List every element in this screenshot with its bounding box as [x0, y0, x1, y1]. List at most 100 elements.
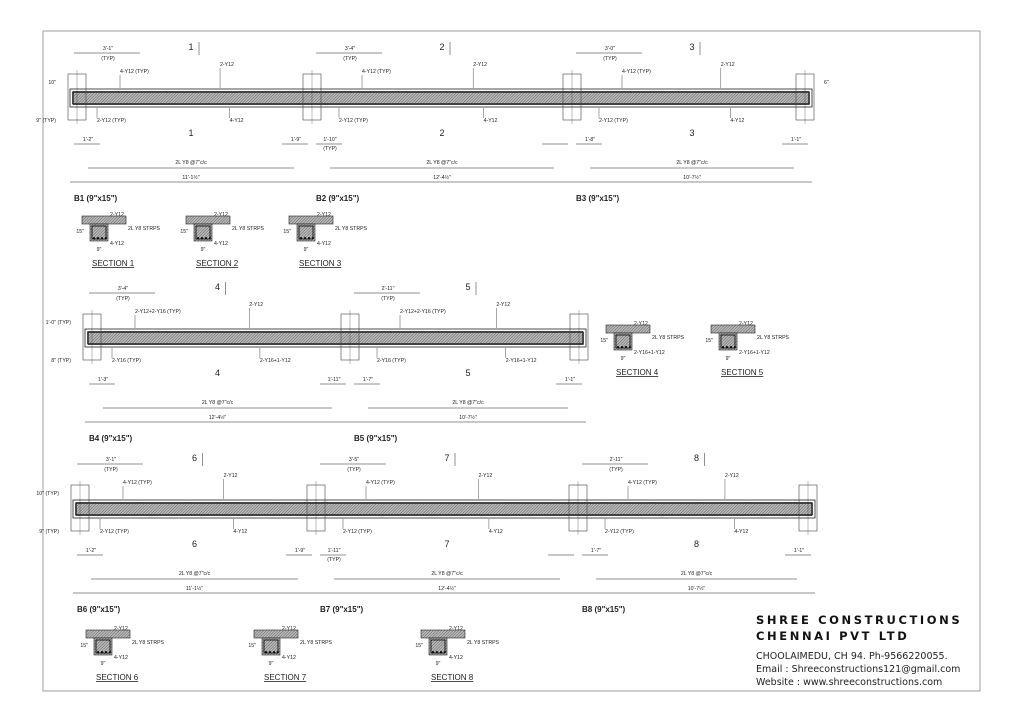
company-name-line1: SHREE CONSTRUCTIONS	[756, 613, 962, 627]
lap-dim: 3'-1"	[103, 46, 113, 52]
section-label: SECTION 7	[264, 673, 307, 682]
rebar-dot	[105, 651, 107, 653]
section-mark-bottom: 2	[439, 128, 444, 138]
sheet-border	[42, 30, 981, 692]
section-bottom-bars: 4-Y12	[214, 241, 228, 247]
rebar-dot	[629, 346, 631, 348]
section-mark-bottom: 8	[694, 539, 699, 549]
lap-typ: (TYP)	[381, 296, 395, 302]
end-dim-left: 1'-11"	[328, 548, 341, 554]
end-dim-left: 1'-7"	[591, 548, 601, 554]
section-depth-dim: 15"	[80, 643, 88, 649]
rebar-dot	[93, 237, 95, 239]
lap-dim: 3'-1"	[106, 457, 116, 463]
section-mark-bottom: 7	[444, 539, 449, 549]
section-top-bars: 2-Y12	[214, 212, 228, 218]
rebar-dot	[201, 237, 203, 239]
beam-label: B4 (9"x15")	[89, 434, 132, 443]
section-label: SECTION 6	[96, 673, 139, 682]
company-address: CHOOLAIMEDU, CH 94. Ph-9566220055.	[756, 651, 948, 662]
section-top-bars: 2-Y12	[317, 212, 331, 218]
span-dim: 10'-7½"	[683, 174, 701, 181]
end-dim-right: 1'-9"	[291, 137, 301, 143]
beam-label: B7 (9"x15")	[320, 605, 363, 614]
span-dim: 10'-7½"	[688, 585, 706, 592]
section-label: SECTION 8	[431, 673, 474, 682]
beam-label: B1 (9"x15")	[74, 194, 117, 203]
section-stirrup-label: 2L Y8 STRPS	[232, 226, 265, 232]
bottom-mid-label: 2-Y16+1-Y12	[506, 358, 537, 364]
span-dim: 11'-1½"	[186, 585, 203, 592]
section-stirrup	[720, 334, 736, 349]
top-mid-label: 2-Y12	[224, 473, 238, 479]
section-top-bars: 2-Y12	[282, 626, 296, 632]
left-width-dim: 8" (TYP)	[51, 358, 71, 364]
section-stirrup-label: 2L Y8 STRPS	[335, 226, 368, 232]
beam-label: B8 (9"x15")	[582, 605, 625, 614]
beam-hatch	[87, 331, 584, 345]
lap-typ: (TYP)	[343, 56, 357, 62]
span-dim: 11'-1½"	[182, 174, 199, 181]
bottom-bars-label: 2-Y12 (TYP)	[100, 529, 129, 535]
right-dim: 6"	[824, 80, 829, 86]
top-bars-label: 4-Y12 (TYP)	[123, 480, 152, 486]
section-mark-top: 4	[215, 282, 220, 292]
section-stirrup-label: 2L Y8 STRPS	[652, 335, 685, 341]
top-bars-label: 4-Y12 (TYP)	[362, 69, 391, 75]
section-stirrup	[615, 334, 631, 349]
section-mark-bottom: 6	[192, 539, 197, 549]
bottom-bars-label: 2-Y16 (TYP)	[377, 358, 406, 364]
end-dim-right: 1'-11"	[328, 377, 341, 383]
rebar-dot	[97, 651, 99, 653]
section-top-bars: 2-Y12	[449, 626, 463, 632]
rebar-dot	[617, 346, 619, 348]
rebar-dot	[105, 237, 107, 239]
company-email: Email : Shreeconstructions121@gmail.com	[756, 664, 960, 675]
bottom-bars-label: 2-Y12 (TYP)	[343, 529, 372, 535]
end-dim-right: 1'-9"	[295, 548, 305, 554]
top-mid-label: 2-Y12	[496, 302, 510, 308]
section-label: SECTION 4	[616, 368, 659, 377]
span-dim: 10'-7½"	[459, 414, 477, 421]
rebar-dot	[109, 651, 111, 653]
rebar-dot	[625, 346, 627, 348]
rebar-dot	[101, 237, 103, 239]
section-mark-bottom: 1	[188, 128, 193, 138]
top-mid-label: 2-Y12	[249, 302, 263, 308]
section-label: SECTION 5	[721, 368, 764, 377]
section-top-bars: 2-Y12	[114, 626, 128, 632]
section-bottom-bars: 2-Y16+1-Y12	[634, 350, 665, 356]
rebar-dot	[308, 237, 310, 239]
section-mark-bottom: 4	[215, 368, 220, 378]
bottom-mid-label: 4-Y12	[484, 118, 498, 124]
rebar-dot	[432, 651, 434, 653]
section-depth-dim: 15"	[180, 229, 188, 235]
section-stirrup	[195, 225, 211, 240]
bottom-mid-label: 4-Y12	[734, 529, 748, 535]
bottom-bars-label: 2-Y12 (TYP)	[339, 118, 368, 124]
section-width-dim: 9"	[304, 247, 309, 253]
rebar-dot	[730, 346, 732, 348]
rebar-dot	[722, 346, 724, 348]
lap-dim: 2'-11"	[382, 286, 395, 292]
lap-typ: (TYP)	[116, 296, 130, 302]
section-web	[613, 332, 633, 351]
end-dim-left-typ: (TYP)	[323, 146, 337, 152]
lap-dim: 3'-5"	[349, 457, 359, 463]
stirrup-spacing: 2L Y8 @7"c/c	[431, 571, 463, 577]
section-stirrup-label: 2L Y8 STRPS	[300, 640, 333, 646]
end-dim-left: 1'-8"	[585, 137, 595, 143]
left-depth-dim: 10" (TYP)	[36, 491, 59, 497]
